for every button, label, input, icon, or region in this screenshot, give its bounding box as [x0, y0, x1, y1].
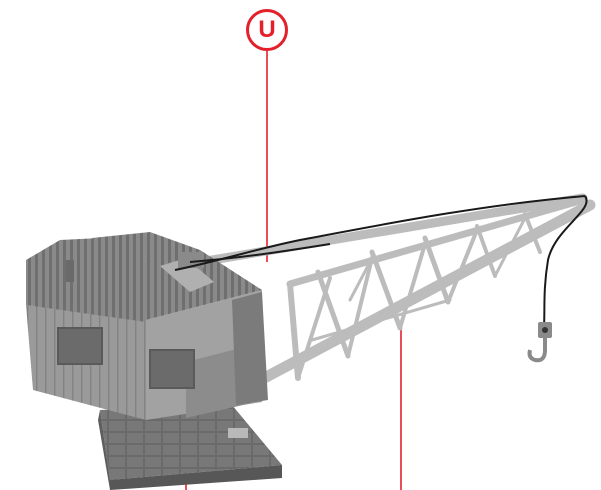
callout-badge: U	[246, 9, 288, 51]
crane-base	[98, 405, 282, 490]
crane-cab	[26, 232, 268, 438]
crane-hook	[527, 322, 552, 363]
crane-boom	[195, 193, 596, 398]
hoist-cable	[174, 195, 588, 327]
cab-window-right	[149, 349, 195, 389]
cab-window-left	[57, 327, 103, 365]
